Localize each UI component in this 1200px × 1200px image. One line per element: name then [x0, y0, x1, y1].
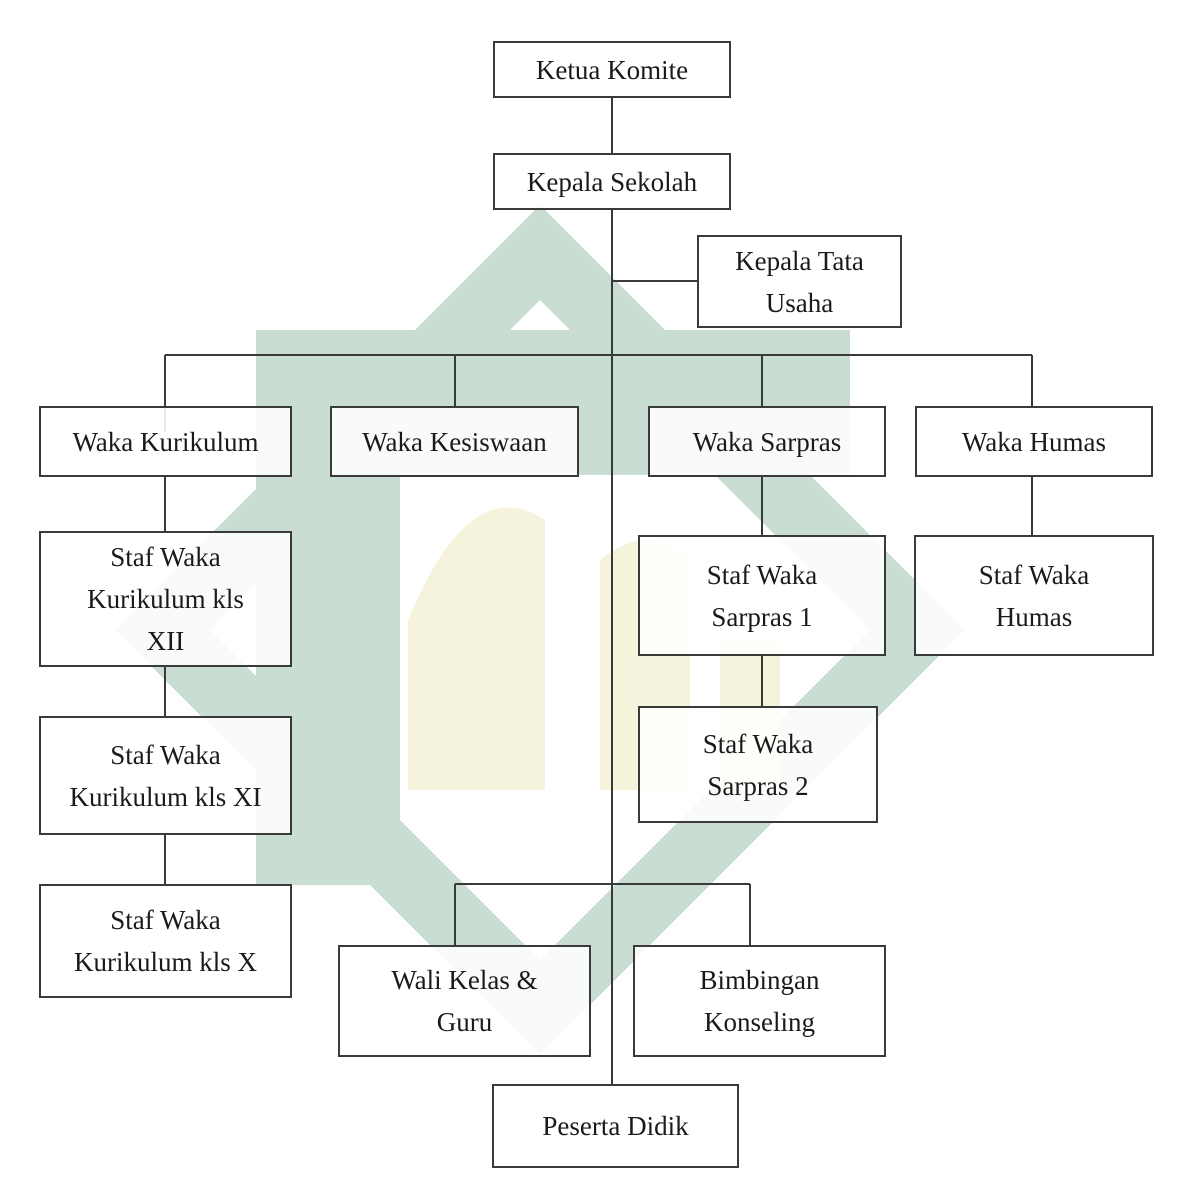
node-bimbingan-konseling: Bimbingan Konseling [633, 945, 886, 1057]
node-waka-humas: Waka Humas [915, 406, 1153, 477]
node-label: Staf Waka Kurikulum kls XII [87, 542, 244, 656]
node-waka-kesiswaan: Waka Kesiswaan [330, 406, 579, 477]
node-peserta-didik: Peserta Didik [492, 1084, 739, 1168]
node-ketua-komite: Ketua Komite [493, 41, 731, 98]
node-label: Staf Waka Kurikulum kls XI [69, 739, 262, 812]
node-waka-sarpras: Waka Sarpras [648, 406, 886, 477]
node-kepala-sekolah: Kepala Sekolah [493, 153, 731, 210]
node-label: Kepala Sekolah [526, 166, 698, 197]
node-label: Ketua Komite [535, 54, 689, 85]
node-staf-waka-kurikulum-xii: Staf Waka Kurikulum kls XII [39, 531, 292, 667]
node-label: Waka Kurikulum [72, 426, 259, 457]
node-wali-kelas-guru: Wali Kelas & Guru [338, 945, 591, 1057]
node-waka-kurikulum: Waka Kurikulum [39, 406, 292, 477]
node-label: Staf Waka Sarpras 2 [702, 728, 814, 801]
node-label: Bimbingan Konseling [699, 965, 820, 1037]
node-label: Waka Kesiswaan [362, 426, 547, 457]
node-staf-waka-kurikulum-x: Staf Waka Kurikulum kls X [39, 884, 292, 998]
node-staf-waka-sarpras-1: Staf Waka Sarpras 1 [638, 535, 886, 656]
node-label: Staf Waka Sarpras 1 [706, 559, 818, 632]
node-label: Staf Waka Kurikulum kls X [73, 905, 257, 977]
node-label: Kepala Tata Usaha [735, 245, 864, 318]
node-kepala-tata-usaha: Kepala Tata Usaha [697, 235, 902, 328]
node-label: Peserta Didik [542, 1111, 689, 1141]
node-label: Staf Waka Humas [978, 559, 1090, 632]
node-label: Wali Kelas & Guru [391, 965, 538, 1037]
node-staf-waka-kurikulum-xi: Staf Waka Kurikulum kls XI [39, 716, 292, 835]
node-staf-waka-humas: Staf Waka Humas [914, 535, 1154, 656]
node-label: Waka Sarpras [692, 426, 842, 457]
node-staf-waka-sarpras-2: Staf Waka Sarpras 2 [638, 706, 878, 823]
node-label: Waka Humas [961, 426, 1107, 457]
